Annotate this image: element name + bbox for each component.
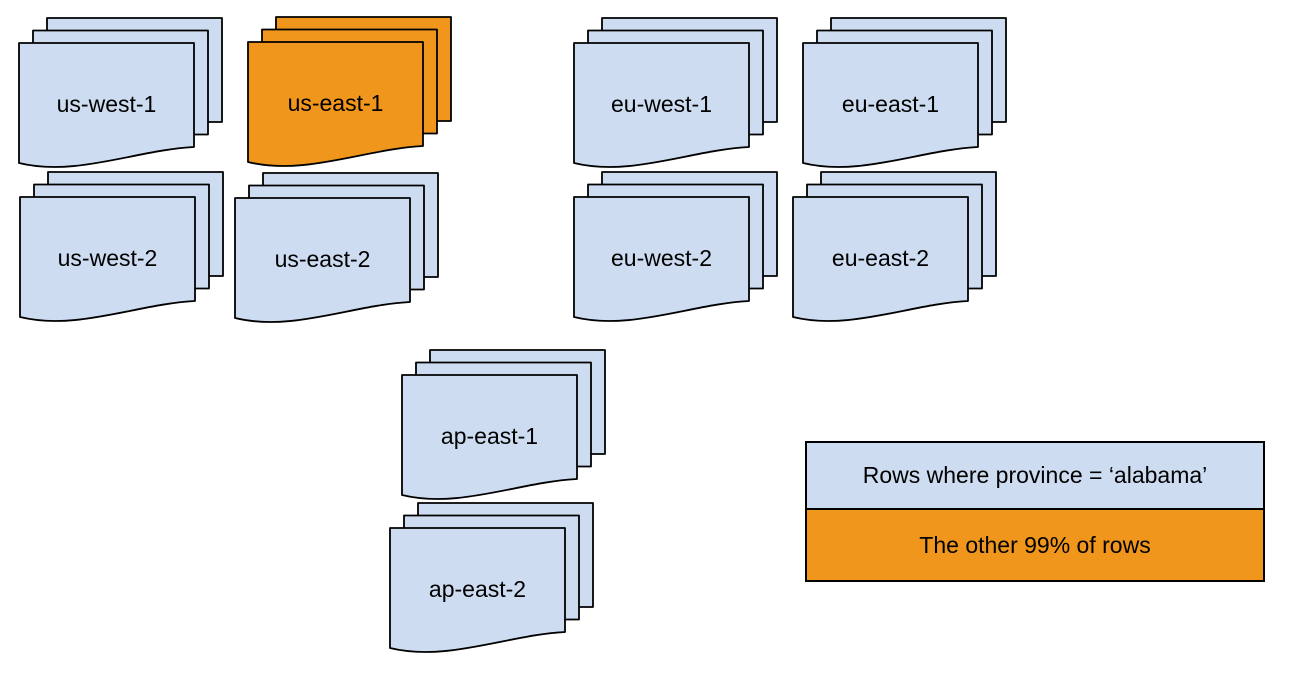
multi-document-shape: [19, 171, 224, 322]
legend: Rows where province = ‘alabama’ The othe…: [805, 441, 1265, 582]
document-stack-us-west-2: us-west-2: [19, 171, 225, 327]
legend-item-other-rows: The other 99% of rows: [807, 508, 1263, 580]
multi-document-shape: [247, 16, 452, 167]
legend-item-label: The other 99% of rows: [919, 531, 1151, 558]
multi-document-shape: [18, 17, 223, 168]
legend-item-label: Rows where province = ‘alabama’: [862, 462, 1208, 488]
document-stack-us-west-1: us-west-1: [18, 17, 224, 173]
document-stack-us-east-2: us-east-2: [234, 172, 440, 328]
document-stack-eu-west-2: eu-west-2: [573, 171, 779, 327]
multi-document-shape: [802, 17, 1007, 168]
multi-document-shape: [401, 349, 606, 500]
multi-document-shape: [389, 502, 594, 653]
document-stack-ap-east-2: ap-east-2: [389, 502, 595, 658]
multi-document-shape: [573, 171, 778, 322]
document-stack-eu-west-1: eu-west-1: [573, 17, 779, 173]
document-stack-eu-east-2: eu-east-2: [792, 171, 998, 327]
legend-item-alabama-rows: Rows where province = ‘alabama’: [807, 443, 1263, 508]
document-stack-us-east-1: us-east-1: [247, 16, 453, 172]
document-stack-eu-east-1: eu-east-1: [802, 17, 1008, 173]
document-stack-ap-east-1: ap-east-1: [401, 349, 607, 505]
multi-document-shape: [234, 172, 439, 323]
multi-document-shape: [573, 17, 778, 168]
multi-document-shape: [792, 171, 997, 322]
